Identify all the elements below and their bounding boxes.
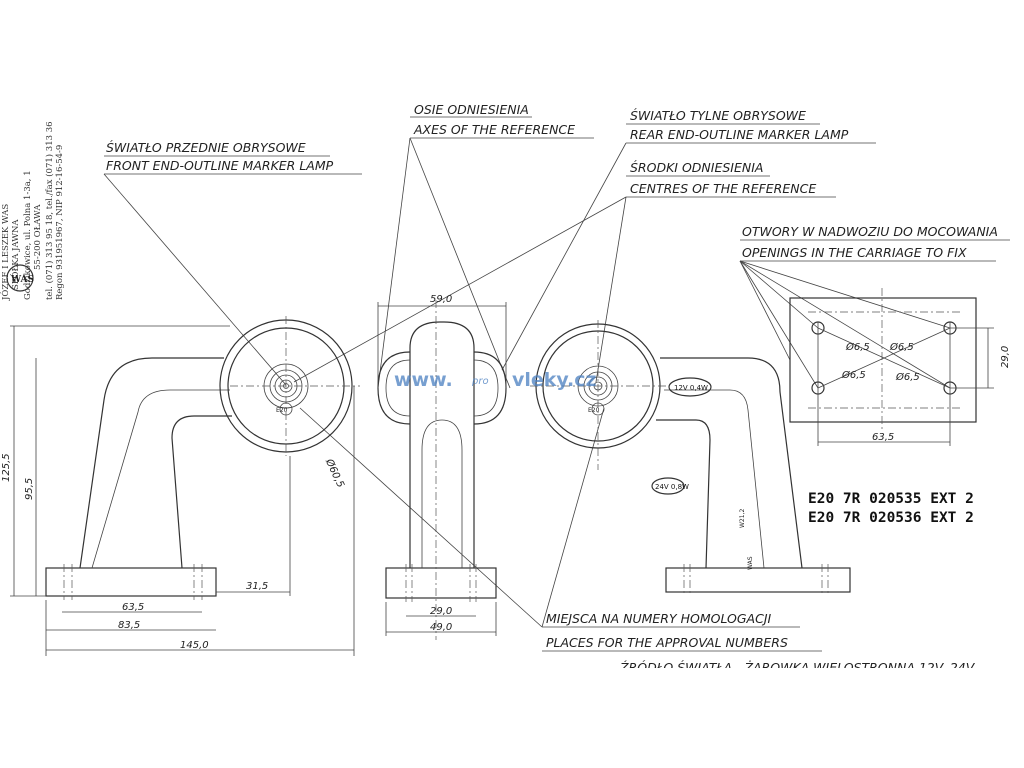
company-line-1: JÓZEF I LESZEK WAS [0, 204, 11, 301]
svg-text:WAS: WAS [10, 275, 34, 285]
watermark-pro: pro [471, 376, 489, 387]
label-rear-pl: ŚWIATŁO TYLNE OBRYSOWE [630, 108, 806, 123]
dim-63: 63,5 [122, 602, 144, 613]
label-openings-en: OPENINGS IN THE CARRIAGE TO FIX [742, 245, 967, 260]
company-logo: WAS [6, 264, 34, 292]
approval-line-2: E20 7R 020536 EXT 2 [808, 510, 974, 526]
company-line-4: 55-200 OŁAWA [33, 204, 43, 270]
label-openings: OTWORY W NADWOZIU DO MOCOWANIA OPENINGS … [740, 224, 1010, 262]
label-rear-en: REAR END-OUTLINE MARKER LAMP [630, 127, 849, 142]
middle-view: 59,0 29,0 49,0 [377, 294, 507, 640]
dim-59: 59,0 [430, 294, 452, 305]
label-bottom-text: ŹRÓDŁO ŚWIATŁA - ŻAROWKA WIELOSTRONNA 12… [619, 660, 976, 675]
label-places-pl: MIEJSCA NA NUMERY HOMOLOGACJI [546, 611, 772, 626]
label-axes-en: AXES OF THE REFERENCE [413, 122, 575, 137]
left-view: E20 125,5 95,5 31,5 63,5 83,5 145,0 Ø60,… [1, 316, 360, 656]
company-info: JÓZEF I LESZEK WAS SPÓŁKA JAWNA Godzikow… [0, 121, 65, 301]
label-bottom-partial: ŹRÓDŁO ŚWIATŁA - ŻAROWKA WIELOSTRONNA 12… [619, 660, 976, 675]
company-line-2: SPÓŁKA JAWNA [9, 219, 21, 290]
hole-dim-4: Ø6,5 [895, 371, 920, 383]
right-view: E20 12V 0,4W 24V 0,8W WAS W21,2 [530, 320, 851, 596]
label-front-lamp: ŚWIATŁO PRZEDNIE OBRYSOWE FRONT END-OUTL… [104, 140, 362, 175]
watermark: www. pro vleky.cz [394, 369, 597, 391]
leader-lines [103, 137, 951, 628]
approval-codes: E20 7R 020535 EXT 2 E20 7R 020536 EXT 2 [808, 491, 974, 526]
hole-dim-2: Ø6,5 [889, 341, 914, 353]
dim-29a: 29,0 [430, 606, 452, 617]
dim-95: 95,5 [24, 478, 35, 500]
mounting-holes: Ø6,5 Ø6,5 Ø6,5 Ø6,5 29,0 63,5 [789, 288, 1011, 446]
label-openings-pl: OTWORY W NADWOZIU DO MOCOWANIA [742, 224, 998, 239]
hole-dim-w: 63,5 [872, 432, 894, 443]
label-rear-lamp: ŚWIATŁO TYLNE OBRYSOWE REAR END-OUTLINE … [626, 108, 876, 144]
dim-49: 49,0 [430, 622, 452, 633]
label-places: MIEJSCA NA NUMERY HOMOLOGACJI PLACES FOR… [542, 611, 822, 652]
label-centres: ŚRODKI ODNIESIENIA CENTRES OF THE REFERE… [626, 160, 836, 198]
dim-145: 145,0 [180, 640, 209, 651]
emark-left: E20 [276, 407, 288, 414]
approval-line-1: E20 7R 020535 EXT 2 [808, 491, 974, 507]
label-front-en: FRONT END-OUTLINE MARKER LAMP [106, 158, 334, 173]
dim-31: 31,5 [246, 581, 268, 592]
dim-83: 83,5 [118, 620, 140, 631]
company-line-6: Regon 931951967, NIP 912-16-54-9 [55, 145, 65, 300]
label-front-pl: ŚWIATŁO PRZEDNIE OBRYSOWE [106, 140, 306, 155]
emark-right: E20 [588, 407, 600, 414]
label-centres-en: CENTRES OF THE REFERENCE [630, 181, 816, 196]
hole-dim-h: 29,0 [1000, 346, 1011, 368]
watermark-domain: vleky.cz [512, 369, 597, 391]
label-centres-pl: ŚRODKI ODNIESIENIA [630, 160, 763, 175]
dim-125: 125,5 [1, 453, 12, 482]
label-axes: OSIE ODNIESIENIA AXES OF THE REFERENCE [410, 102, 594, 139]
label-axes-pl: OSIE ODNIESIENIA [414, 102, 529, 117]
company-line-3: Godzikowice, ul. Polna 1-3a, 1 [23, 170, 33, 300]
badge-24v: 24V 0,8W [655, 483, 689, 491]
badge-12v: 12V 0,4W [674, 384, 708, 392]
dim-60: Ø60,5 [323, 456, 347, 489]
stamp-w21: W21,2 [739, 509, 746, 528]
watermark-www: www. [394, 369, 453, 391]
stamp-was: WAS [747, 556, 754, 570]
hole-dim-3: Ø6,5 [841, 369, 866, 381]
label-places-en: PLACES FOR THE APPROVAL NUMBERS [546, 635, 788, 650]
hole-dim-1: Ø6,5 [845, 341, 870, 353]
company-line-5: tel. (071) 313 95 18, tel./fax (071) 313… [44, 121, 55, 300]
